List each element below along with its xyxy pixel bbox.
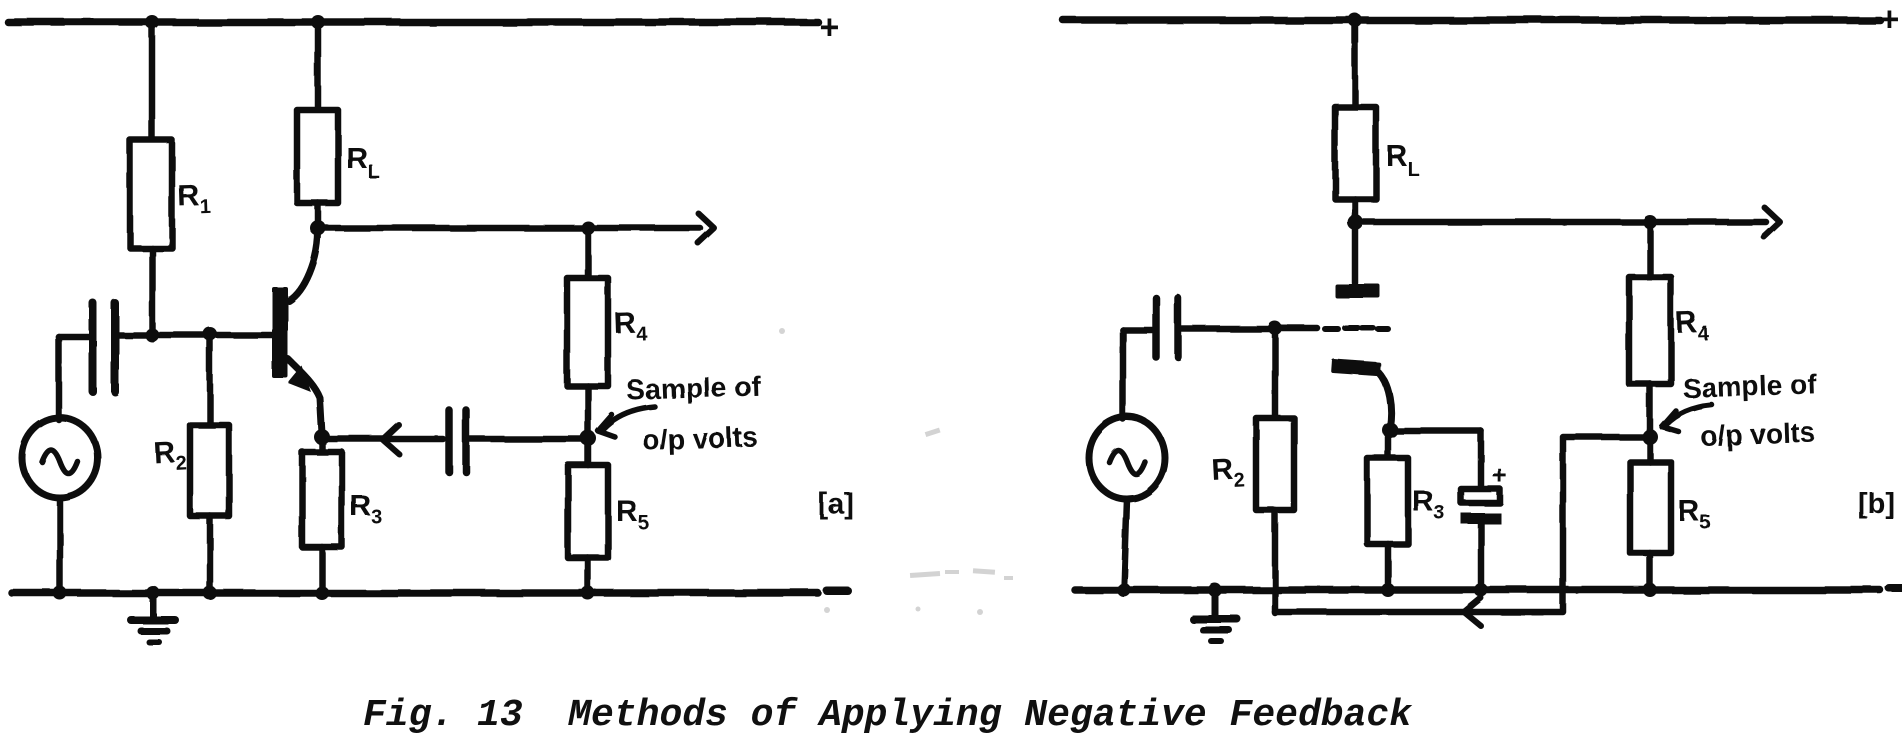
svg-text:RL: RL [1386,140,1420,181]
collector-bar [1335,284,1380,298]
emitter-curve [1375,369,1395,431]
svg-text:R1: R1 [177,179,211,219]
svg-text:R3: R3 [350,490,383,529]
resistor-r2: R2 [1211,324,1298,617]
svg-text:Sample of: Sample of [626,370,761,406]
capacitor-plate-top [1457,485,1504,507]
resistor-r5: R5 [1626,433,1711,594]
ground-icon [127,589,179,645]
base-wire-dashed [1322,325,1391,332]
output-arrow [1351,204,1783,240]
panel-label-b: [b] [1858,488,1895,520]
svg-text:Sample of: Sample of [1682,368,1817,404]
sine-wave-icon [39,447,81,477]
feedback-path [1271,433,1654,629]
resistor-rl: RL [293,18,380,231]
emitter-bar [1331,359,1382,377]
svg-text:R4: R4 [613,306,648,346]
capacitor-plate-bottom [1461,513,1501,524]
annotation-arrow-curve [601,404,658,432]
junction-dot [1381,583,1395,597]
transistor-sketch-icon [1271,218,1395,431]
junction-dot [1117,583,1131,597]
electrolytic-capacitor-icon: + [1388,427,1507,594]
svg-text:o/p volts: o/p volts [1700,417,1816,452]
junction-dot [315,586,329,600]
resistor-r4: R4 [1625,218,1710,441]
transistor-icon [272,227,326,438]
resistor-r5: R5 [564,434,649,597]
transistor-base-bar [272,287,288,378]
svg-text:o/p volts: o/p volts [642,421,758,456]
resistor-r4: R4 [563,224,648,441]
emitter-arrow-icon [288,366,311,392]
svg-text:R5: R5 [1678,495,1711,534]
svg-text:R5: R5 [616,495,649,534]
annotation-arrow-icon [1659,408,1682,435]
resistor-rl: RL [1331,16,1420,226]
feedback-arrow-icon [380,422,402,457]
svg-text:R3: R3 [1412,485,1445,524]
feedback-arrow-icon [1461,595,1484,629]
sample-annotation: Sample of o/p volts [595,370,762,456]
positive-terminal-label: + [1879,0,1899,38]
sine-wave-icon [1106,447,1148,477]
ground-icon [1189,586,1241,644]
positive-terminal-label: + [819,8,839,46]
resistor-r3: R3 [1363,426,1445,594]
svg-text:R2: R2 [1211,452,1246,493]
svg-text:RL: RL [346,142,380,183]
transistor-emitter-lead [284,355,326,438]
annotation-arrow-icon [595,412,618,440]
circuit-a-diagram: + R1 RL [4,8,853,645]
junction-dot [146,586,160,600]
output-arrow [314,210,717,246]
transistor-collector-lead [285,227,322,305]
svg-text:R4: R4 [1675,306,1710,346]
junction-dot [1474,583,1488,597]
circuit-b-diagram: + RL [1059,0,1902,644]
svg-text:R2: R2 [153,435,188,476]
junction-dot [203,586,217,600]
junction-dot [1348,13,1362,27]
sample-annotation: Sample of o/p volts [1659,368,1818,452]
junction-dot [1643,583,1657,597]
input-capacitor-icon [1119,294,1279,361]
figure-caption: Fig. 13 Methods of Applying Negative Fee… [363,694,1413,737]
resistor-r1: R1 [126,18,211,339]
junction-dot [1208,583,1222,597]
junction-dot [311,15,325,29]
ac-source-icon [18,414,102,597]
ac-source-icon [1085,413,1169,594]
resistor-r3: R3 [298,433,383,597]
scan-smudges [779,328,1013,615]
capacitor-polarity-label: + [1492,460,1507,490]
panel-label-a: [a] [818,488,853,520]
input-capacitor-icon [55,299,119,396]
junction-dot [53,586,67,600]
junction-dot [581,586,595,600]
junction-dot [145,15,159,29]
feedback-capacitor-icon [318,406,592,476]
resistor-r2: R2 [153,330,233,597]
